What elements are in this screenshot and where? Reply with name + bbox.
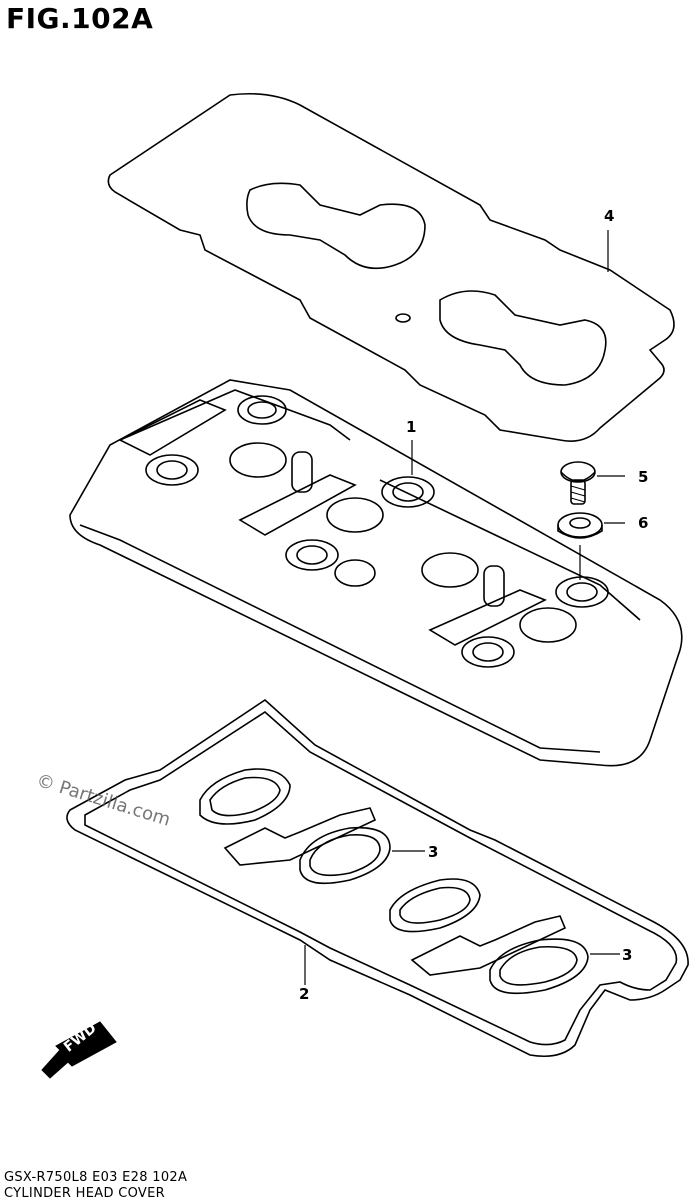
part-6-washer bbox=[557, 512, 625, 580]
part-4-gasket-plate bbox=[107, 92, 675, 442]
footer-caption: CYLINDER HEAD COVER bbox=[4, 1186, 165, 1201]
callout-1: 1 bbox=[406, 418, 417, 436]
callout-3-upper: 3 bbox=[428, 843, 439, 861]
figure-title: FIG.102A bbox=[6, 2, 154, 35]
part-5-bolt bbox=[560, 461, 625, 505]
footer-code: GSX-R750L8 E03 E28 102A bbox=[4, 1170, 188, 1185]
fwd-arrow-icon bbox=[41, 1021, 117, 1079]
callout-4: 4 bbox=[604, 207, 615, 225]
callout-2: 2 bbox=[299, 985, 310, 1003]
callout-3-lower: 3 bbox=[622, 946, 633, 964]
callout-6: 6 bbox=[638, 514, 649, 532]
cylinder-head-cover bbox=[69, 379, 683, 767]
callout-5: 5 bbox=[638, 468, 649, 486]
part-2-lower-gasket bbox=[66, 698, 689, 1058]
